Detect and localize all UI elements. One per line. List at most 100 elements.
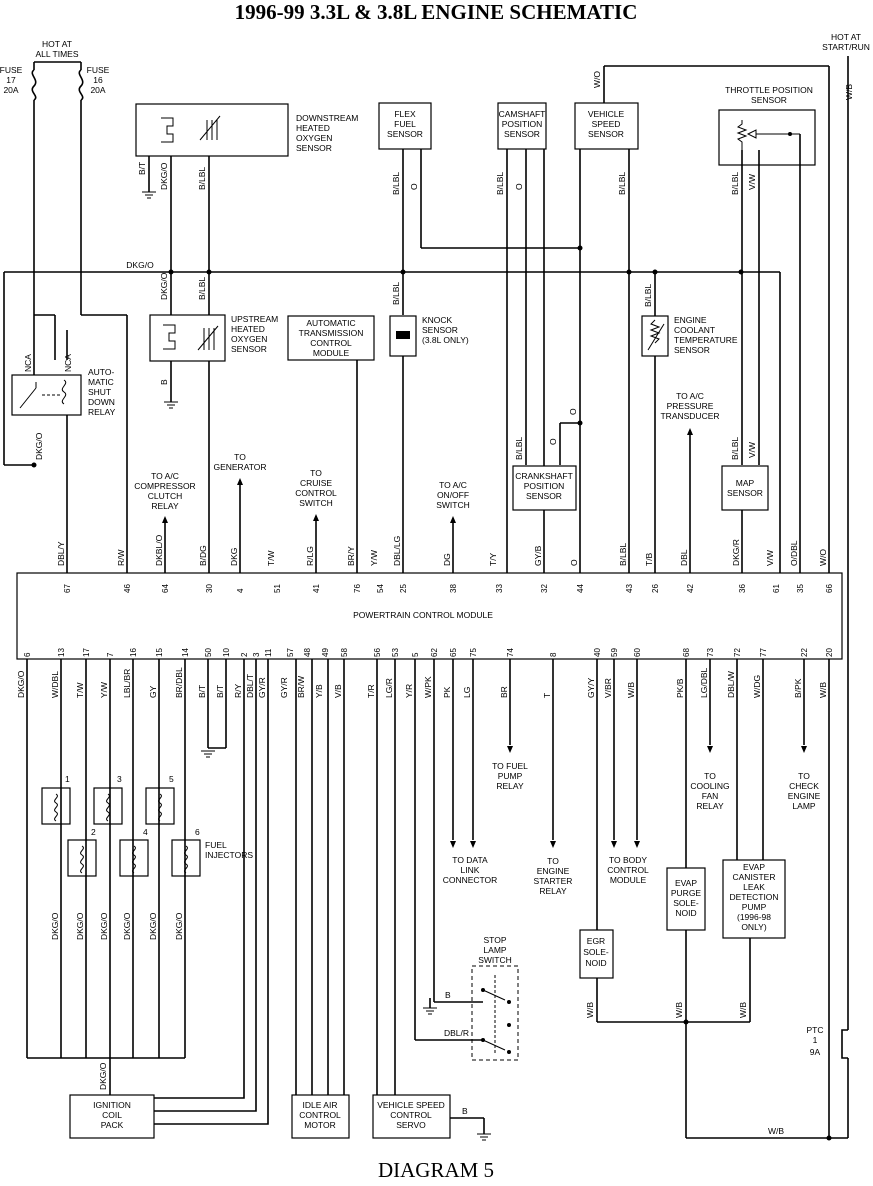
- wire-color-label: B/PK: [793, 678, 803, 698]
- svg-text:B/LBL: B/LBL: [391, 282, 401, 305]
- evap-purge-box: [666, 867, 706, 931]
- svg-text:V/W: V/W: [747, 442, 757, 458]
- svg-text:UPSTREAM: UPSTREAM: [231, 314, 278, 324]
- fuse-16-symbol: [78, 69, 84, 101]
- ignition-coil-box: [69, 1094, 155, 1139]
- pcm-top-pins: 67DBL/Y46R/W64DKBL/O30B/DG4DKG51T/W41R/L…: [56, 534, 834, 593]
- pcm-pin-number: 25: [399, 584, 408, 593]
- svg-text:TO: TO: [547, 856, 559, 866]
- svg-text:CONTROL: CONTROL: [299, 1110, 341, 1120]
- wire-color-label: R/Y: [233, 684, 243, 699]
- fuel-injectors-label: FUEL INJECTORS: [205, 840, 253, 860]
- wire-label-wb-bottom: W/B: [768, 1126, 784, 1136]
- svg-text:3: 3: [117, 774, 122, 784]
- svg-text:DOWNSTREAM: DOWNSTREAM: [296, 113, 358, 123]
- svg-text:THROTTLE POSITION: THROTTLE POSITION: [725, 85, 813, 95]
- dest-check-engine: TO CHECK ENGINE LAMP: [788, 771, 821, 811]
- svg-text:B/LBL: B/LBL: [391, 172, 401, 195]
- svg-text:TO: TO: [798, 771, 810, 781]
- pcm-pin-number: 48: [303, 648, 312, 657]
- svg-text:EVAP: EVAP: [675, 878, 697, 888]
- pcm-pin-number: 26: [651, 584, 660, 593]
- evap-purge-label: EVAP PURGE SOLE- NOID: [671, 878, 702, 918]
- wire-color-label: V/B: [333, 684, 343, 698]
- dest-data-link: TO DATA LINK CONNECTOR: [443, 855, 498, 885]
- svg-text:CAMSHAFT: CAMSHAFT: [499, 109, 546, 119]
- wire-color-label: T: [542, 693, 552, 698]
- pcm-pin-number: 49: [321, 648, 330, 657]
- svg-text:TO FUEL: TO FUEL: [492, 761, 528, 771]
- asd-relay-label: AUTO- MATIC SHUT DOWN RELAY: [88, 367, 116, 417]
- wire-color-label: LG: [462, 687, 472, 698]
- svg-text:DKG/O: DKG/O: [174, 912, 184, 940]
- dest-ac-pressure: TO A/C PRESSURE TRANSDUCER: [660, 391, 719, 421]
- evap-leak-pump-label: EVAP CANISTER LEAK DETECTION PUMP (1996-…: [729, 862, 778, 932]
- svg-text:VEHICLE SPEED: VEHICLE SPEED: [377, 1100, 445, 1110]
- svg-text:NOID: NOID: [585, 958, 606, 968]
- wire-label-b: B: [159, 379, 169, 385]
- svg-text:CONTROL: CONTROL: [310, 338, 352, 348]
- pcm-pin-number: 59: [610, 648, 619, 657]
- pcm-pin-number: 60: [633, 648, 642, 657]
- svg-text:COIL: COIL: [102, 1110, 122, 1120]
- wire-color-label: Y/B: [314, 684, 324, 698]
- wire-color-label: DKG/O: [16, 670, 26, 698]
- svg-text:CRUISE: CRUISE: [300, 478, 332, 488]
- pcm-pin-number: 73: [706, 648, 715, 657]
- svg-text:SOLE-: SOLE-: [583, 947, 609, 957]
- svg-text:FUSE: FUSE: [0, 65, 23, 75]
- pcm-pin-number: 53: [391, 648, 400, 657]
- pcm-pin-number: 5: [411, 652, 420, 657]
- pcm-pin-number: 75: [469, 648, 478, 657]
- svg-text:TO A/C: TO A/C: [151, 471, 179, 481]
- wire-color-label: DKG: [229, 548, 239, 566]
- svg-text:VEHICLE: VEHICLE: [588, 109, 625, 119]
- pcm-pin-number: 38: [449, 584, 458, 593]
- svg-text:V/W: V/W: [747, 174, 757, 190]
- svg-text:STARTER: STARTER: [534, 876, 573, 886]
- svg-text:NOID: NOID: [675, 908, 696, 918]
- wire-color-label: W/DG: [752, 675, 762, 698]
- wire-color-label: Y/W: [369, 550, 379, 566]
- svg-text:CLUTCH: CLUTCH: [148, 491, 182, 501]
- svg-text:RELAY: RELAY: [539, 886, 567, 896]
- svg-text:COOLING: COOLING: [690, 781, 729, 791]
- pcm-pin-number: 2: [240, 652, 249, 657]
- pcm-pin-number: 3: [252, 652, 261, 657]
- svg-text:FAN: FAN: [702, 791, 719, 801]
- flex-fuel-sensor-box: [378, 102, 432, 150]
- dest-cruise: TO CRUISE CONTROL SWITCH: [295, 468, 337, 508]
- pcm-pin-number: 67: [63, 584, 72, 593]
- svg-text:SERVO: SERVO: [396, 1120, 426, 1130]
- wire-color-label: GY/R: [257, 677, 267, 698]
- svg-text:EVAP: EVAP: [743, 862, 765, 872]
- svg-text:PRESSURE: PRESSURE: [667, 401, 714, 411]
- wire-label-dkgo-asd: DKG/O: [34, 432, 44, 460]
- wire-label-nca-1: NCA: [23, 354, 33, 372]
- svg-text:AUTOMATIC: AUTOMATIC: [306, 318, 355, 328]
- svg-text:HOT AT: HOT AT: [831, 32, 861, 42]
- dest-bcm: TO BODY CONTROL MODULE: [607, 855, 649, 885]
- downstream-o2-label: DOWNSTREAM HEATED OXYGEN SENSOR: [296, 113, 358, 153]
- svg-text:MODULE: MODULE: [313, 348, 350, 358]
- pcm-pin-number: 66: [825, 584, 834, 593]
- wire-color-label: DBL/Y: [56, 541, 66, 566]
- upstream-o2-sensor-box: [149, 314, 226, 362]
- wire-color-label: PK/B: [675, 678, 685, 698]
- wire-color-label: Y/R: [404, 684, 414, 698]
- wire-label-dkgo-bus: DKG/O: [126, 260, 154, 270]
- vss-box: [574, 102, 639, 150]
- pcm-pin-number: 6: [23, 652, 32, 657]
- atcm-box: [287, 315, 375, 361]
- svg-text:LINK: LINK: [461, 865, 480, 875]
- svg-text:ENGINE: ENGINE: [674, 315, 707, 325]
- svg-text:SENSOR: SENSOR: [387, 129, 423, 139]
- svg-text:PURGE: PURGE: [671, 888, 702, 898]
- map-sensor-box: [721, 465, 769, 511]
- svg-text:ONLY): ONLY): [741, 922, 767, 932]
- tps-box: [718, 109, 816, 166]
- svg-text:O: O: [409, 183, 419, 190]
- camshaft-sensor-label: CAMSHAFT POSITION SENSOR: [499, 109, 546, 139]
- svg-text:4: 4: [143, 827, 148, 837]
- wire-color-label: GY/R: [279, 677, 289, 698]
